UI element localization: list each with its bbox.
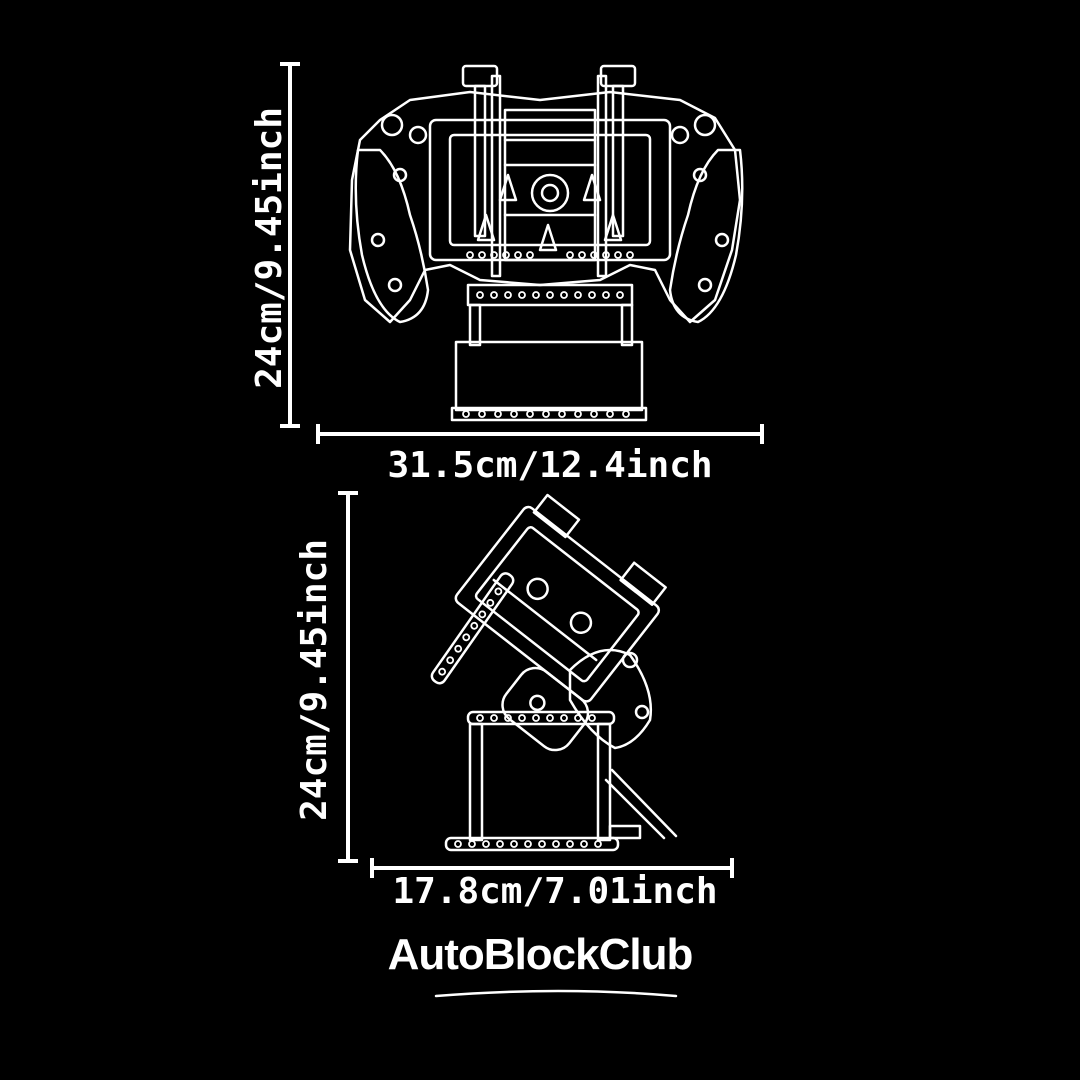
brand-logo: AutoBlockClub [387,930,694,979]
side-width-label: 17.8cm/7.01inch [392,871,718,912]
side-width-right-tick [730,858,734,878]
front-height-top-tick [280,62,300,66]
side-width-dimension-line [372,866,732,870]
side-height-dimension-line [346,492,350,862]
side-width-left-tick [370,858,374,878]
front-width-left-tick [316,424,320,444]
front-width-dimension-line [318,432,762,436]
front-height-dimension-line [288,63,292,427]
side-height-bottom-tick [338,859,358,863]
side-height-top-tick [338,491,358,495]
front-width-right-tick [760,424,764,444]
front-width-label: 31.5cm/12.4inch [387,445,713,486]
front-height-bottom-tick [280,424,300,428]
